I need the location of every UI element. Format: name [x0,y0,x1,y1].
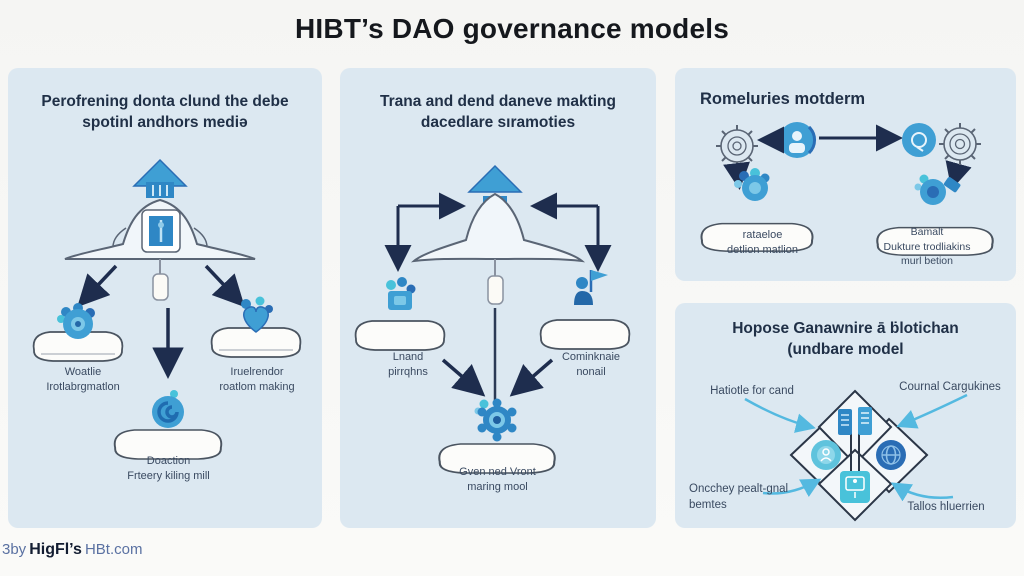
panel4-diagram [744,389,968,522]
bracket-arrows [384,192,612,397]
pillow-base [113,429,223,460]
module-blob-left-icon [700,168,814,252]
voter-gear-icon [32,303,124,362]
member-disc-icon [811,440,841,470]
arrow-converge-left [441,358,486,397]
label-bottom-left: Oncchey pealt-gnal bemtes [689,483,789,512]
member-circle-left-icon [779,122,816,158]
label-bottom-option: Gven ned Vront maring mool [459,466,536,494]
module-blob-right-icon [876,174,994,256]
globe-disc-icon [876,440,906,470]
final-gear-icon [438,398,556,474]
input-blocks-icon [354,277,446,351]
label-left-option: Woatlie Irotlabrgmatlon [46,366,120,394]
arrow-down-right [204,264,245,308]
label-right-module: Bamalt Dukture trodliakins murl betion [883,226,971,268]
panel1-heading: Perofrening donta clund the debe spotinl… [41,93,289,131]
sketch-gear-left-icon [716,125,758,167]
panel-delegated-voting: Perofrening donta clund the debe spotinl… [8,68,322,528]
community-flag-icon [539,270,631,350]
pillow-base [354,320,446,351]
pendant-icon [152,259,169,301]
compass-flower-icon [789,389,929,522]
governor-figure-icon [64,158,256,301]
arrow-from-bottom-left [762,478,822,498]
footer-brand: HigFl’s [29,541,82,558]
footer-suffix: HBt.com [84,541,143,558]
arrow-down-left [77,264,118,308]
panel2-heading: Trana and dend daneve makting dacedlare … [379,93,616,131]
label-left-option: Lnand pirrqhns [388,351,428,379]
ledger-book-icon [840,471,870,503]
tray-base [700,222,814,252]
sketch-gear-right-icon [939,123,981,165]
tray-base [876,226,994,256]
panel-decision-making: Trana and dend daneve makting dacedlare … [340,68,656,528]
governor-figure-icon [410,164,586,402]
label-right-option: Cominknaie nonail [561,351,621,379]
pendant-icon [487,259,504,305]
arrow-converge-right [509,358,554,397]
member-circle-right-icon [902,123,936,157]
label-top-left: Hatiotle for cand [710,385,794,397]
arrow-from-top-left [744,397,816,433]
panel3-heading: Romeluries motderm [700,90,866,108]
pillow-base [438,443,556,474]
arrow-from-top-right [896,393,968,429]
panel2-diagram [354,164,631,474]
panel-modular-model: Romeluries motderm [675,68,1016,281]
pillow-base [539,319,631,350]
delegate-heart-icon [210,296,302,358]
panel1-diagram [32,158,302,460]
panel4-heading: Hopose Ganawnire ā ḃlotichan (undbare mo… [732,320,959,358]
flow-arrows [77,264,245,379]
panel-blockchain-model: Hopose Ganawnire ā ḃlotichan (undbare mo… [675,303,1016,528]
label-right-option: Iruelrendor roatlom making [219,366,295,394]
panel3-diagram [700,122,994,256]
decision-swirl-icon [113,390,223,460]
label-bottom-option: Doaction Frteery kiling mill [127,455,210,483]
pointer-arrows [744,393,968,502]
label-top-right: Cournal Cargukines [899,381,1001,393]
ballot-box-icon [141,209,181,253]
footer-prefix: 3by [2,541,27,558]
label-left-module: rataeloe detlion matlion [727,229,798,257]
label-bottom-right: Tallos hluerrien [907,501,985,513]
arrow-from-bottom-right [890,482,954,502]
page-title: HIBT’s DAO governance models [295,13,729,44]
documents-icon [838,407,872,435]
